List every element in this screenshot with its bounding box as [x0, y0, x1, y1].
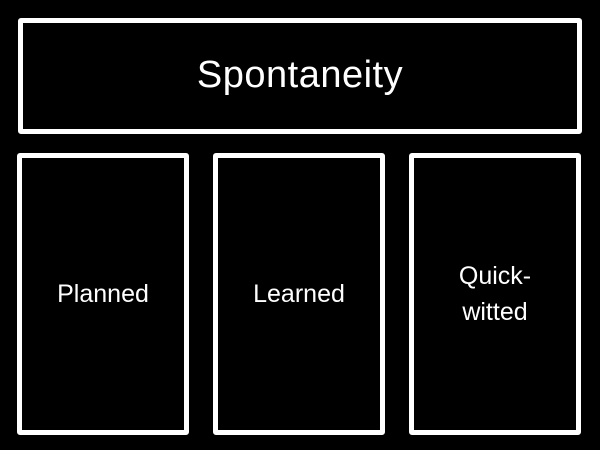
title-text: Spontaneity: [196, 54, 404, 97]
title-box: Spontaneity: [18, 18, 582, 134]
box-learned: Learned: [213, 153, 385, 435]
box-planned: Planned: [17, 153, 189, 435]
box-label-planned: Planned: [57, 279, 149, 308]
box-label-quick-witted: Quick- witted: [458, 261, 532, 326]
box-label-learned: Learned: [253, 279, 345, 308]
box-quick-witted: Quick- witted: [409, 153, 581, 435]
